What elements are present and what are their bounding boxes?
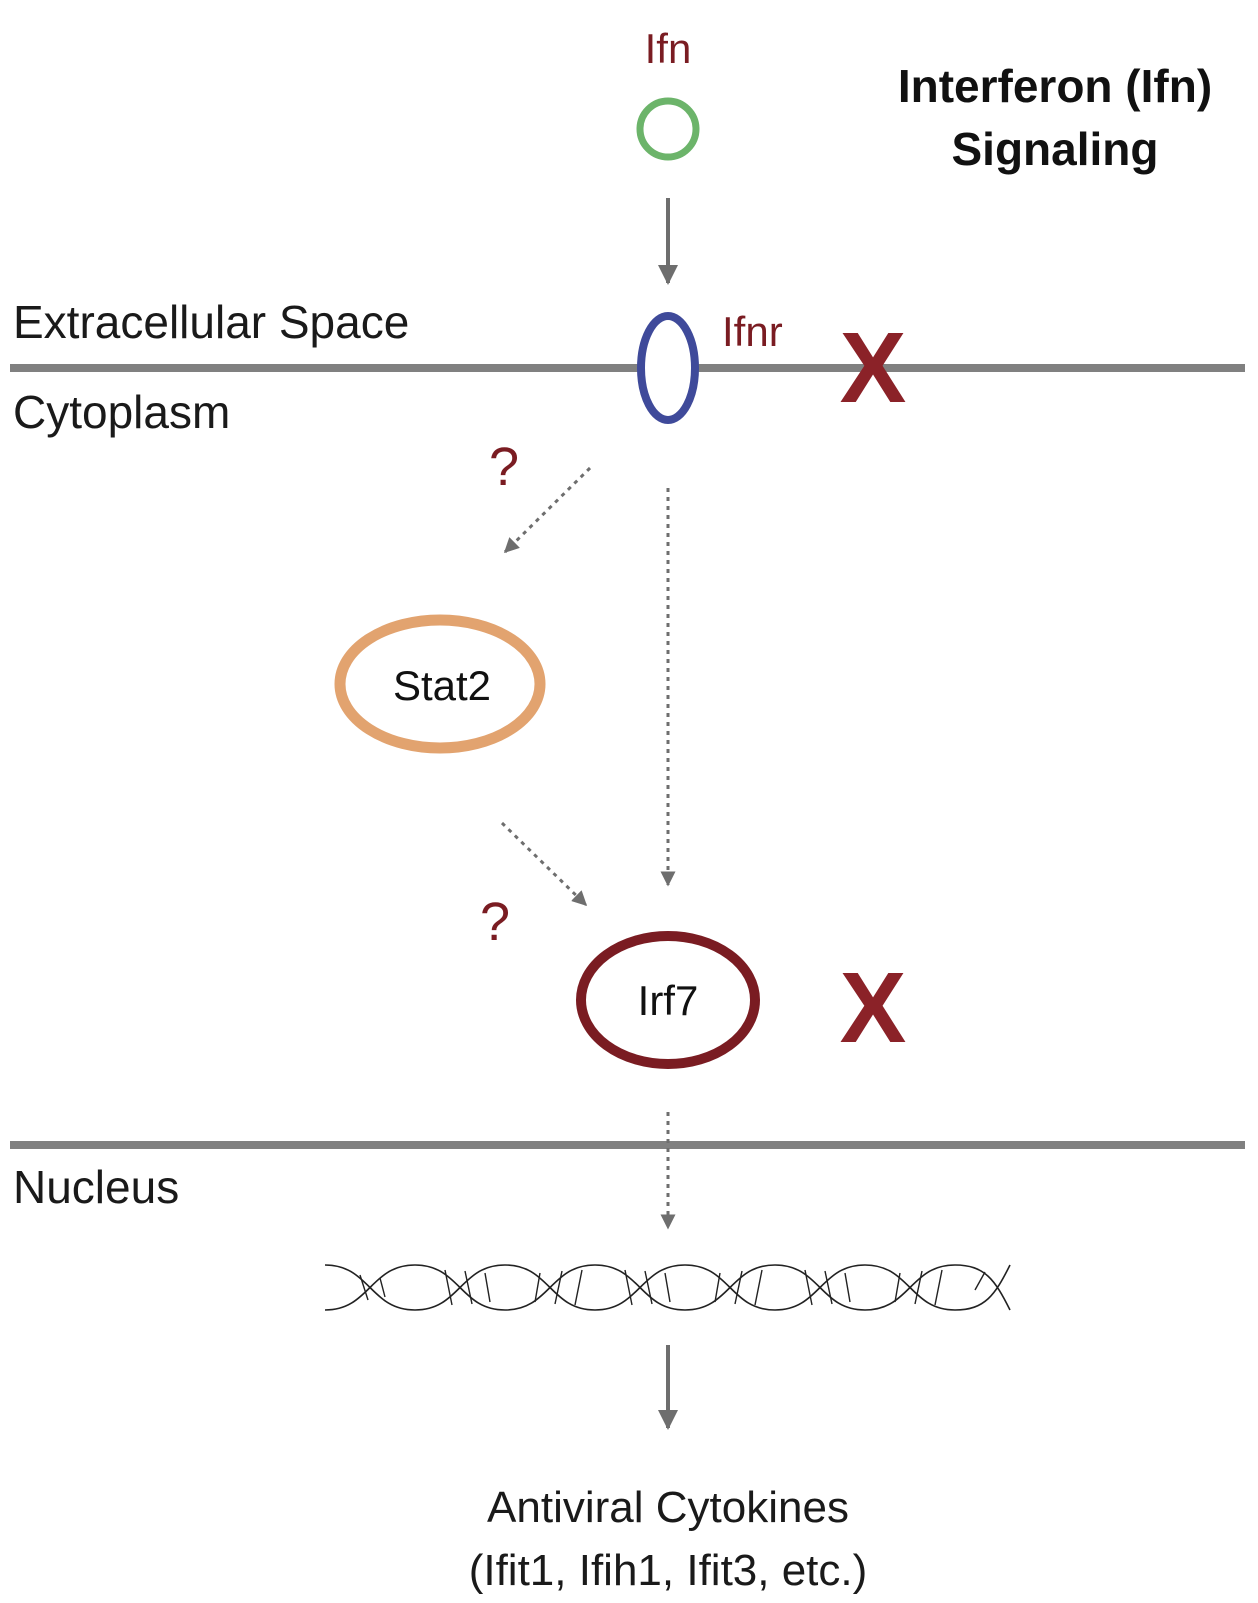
ifn-ligand-ring bbox=[636, 97, 700, 161]
irf7-knockout-x: X bbox=[840, 952, 907, 1064]
nucleus-label: Nucleus bbox=[13, 1161, 179, 1213]
stat2-to-irf7-arrow bbox=[500, 821, 588, 907]
uncertain-path-question-1: ? bbox=[489, 437, 519, 497]
irf7-label: Irf7 bbox=[638, 977, 699, 1024]
receptor-knockout-x: X bbox=[840, 312, 907, 424]
ifn-label: Ifn bbox=[645, 25, 692, 72]
receptor-to-stat2-arrow bbox=[503, 466, 592, 554]
cytoplasm-label: Cytoplasm bbox=[13, 386, 230, 438]
diagram-title-line1: Interferon (Ifn) bbox=[898, 60, 1212, 112]
stat2-label: Stat2 bbox=[393, 662, 491, 709]
dna-helix bbox=[324, 1264, 1011, 1311]
diagram-title-line2: Signaling bbox=[952, 123, 1159, 175]
irf7-ring bbox=[576, 931, 760, 1069]
ifnr-label: Ifnr bbox=[722, 308, 783, 355]
cytokine-examples-label: (Ifit1, Ifih1, Ifit3, etc.) bbox=[469, 1546, 868, 1595]
ifnr-receptor-ring bbox=[637, 312, 699, 424]
antiviral-cytokines-label: Antiviral Cytokines bbox=[487, 1483, 849, 1532]
uncertain-path-question-2: ? bbox=[480, 892, 510, 952]
extracellular-space-label: Extracellular Space bbox=[13, 296, 409, 348]
stat2-ring bbox=[334, 614, 546, 754]
